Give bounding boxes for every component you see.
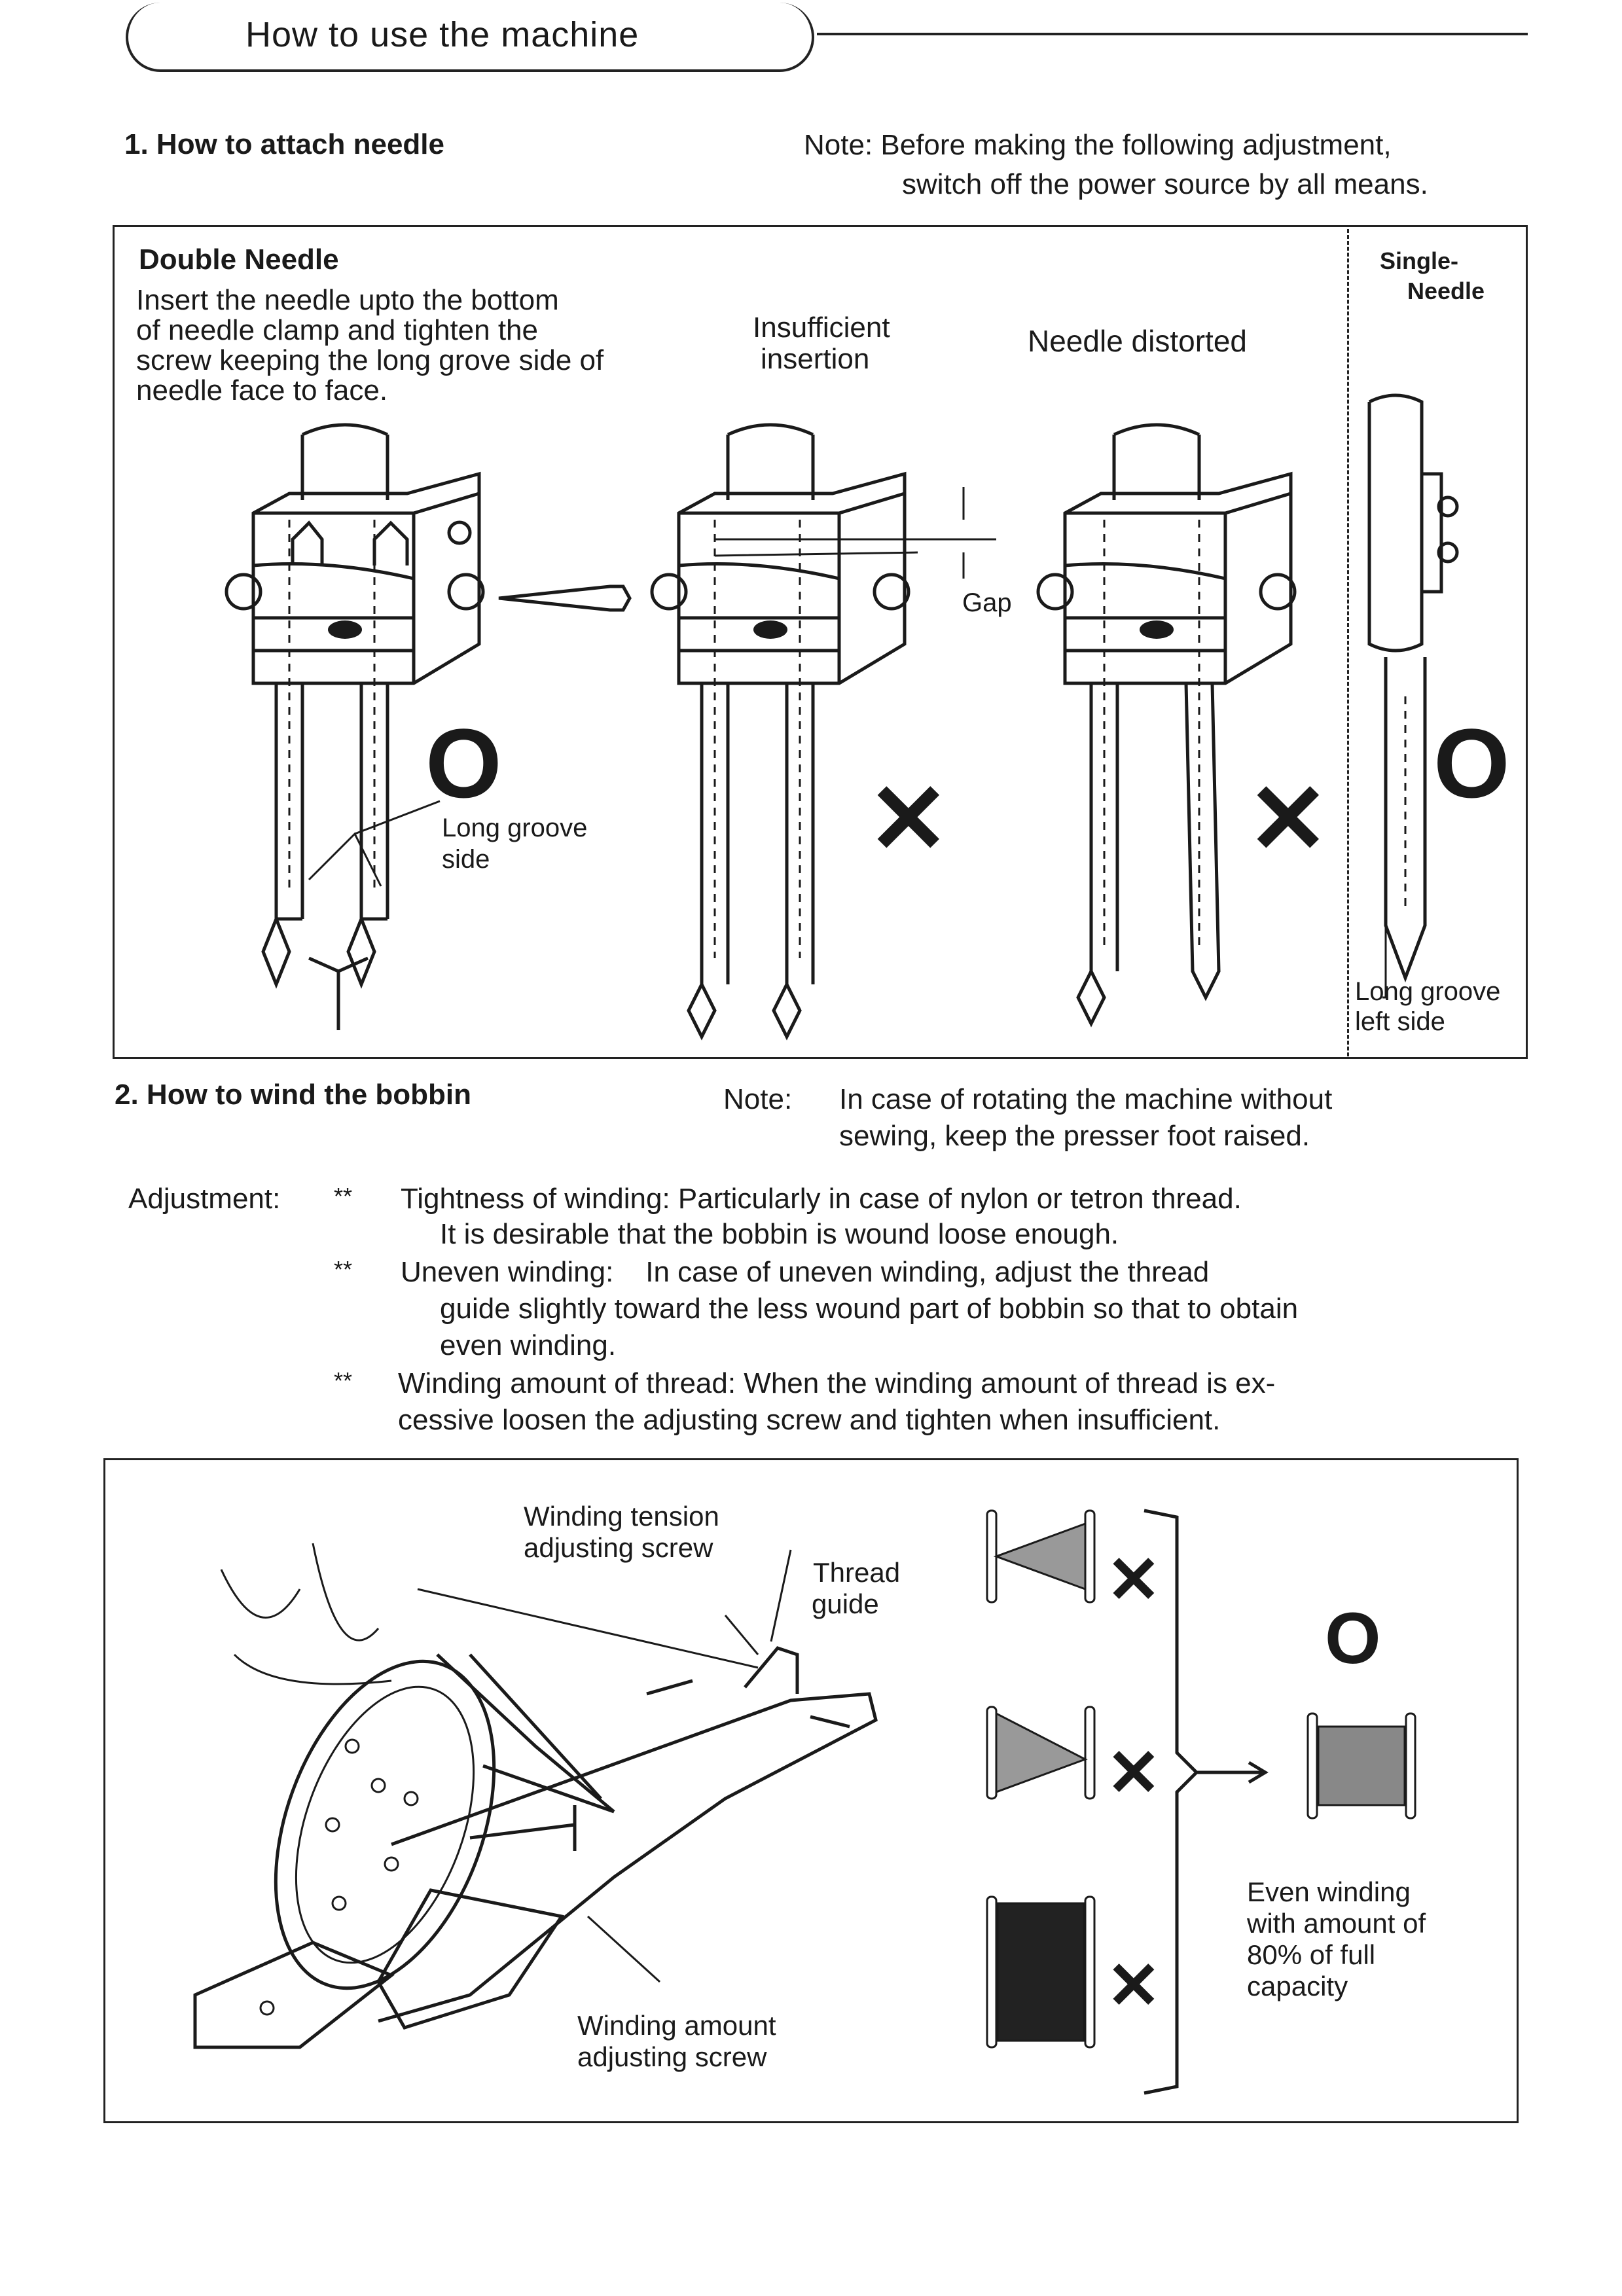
ng-cross-icon: ✕ — [867, 764, 950, 874]
gap-label: Gap — [962, 588, 1012, 617]
instruction-line: screw keeping the long grove side of — [136, 344, 604, 376]
needle-illustrations — [225, 393, 1459, 1041]
ng-cross-icon: ✕ — [1247, 764, 1329, 874]
ng-cross-icon: ✕ — [1106, 1543, 1161, 1617]
bobbin-illustrations — [193, 1509, 1416, 2095]
ok-circle-icon: O — [1433, 708, 1510, 818]
section2-note-line2: sewing, keep the presser foot raised. — [839, 1120, 1310, 1152]
bobbin-bad-3 — [986, 1895, 1096, 2049]
section2-heading: 2. How to wind the bobbin — [115, 1079, 472, 1111]
insufficient-drawing — [650, 423, 996, 1041]
bullet: ** — [334, 1256, 353, 1283]
adj-item1-line1: Tightness of winding: Particularly in ca… — [401, 1183, 1242, 1215]
adj-item2-line2: guide slightly toward the less wound par… — [440, 1293, 1299, 1325]
adj-item1-line2: It is desirable that the bobbin is wound… — [440, 1218, 1119, 1250]
distorted-drawing — [1036, 423, 1297, 1028]
insufficient-label-2: insertion — [761, 343, 870, 375]
ok-circle-icon: O — [425, 708, 502, 818]
distorted-label: Needle distorted — [1028, 324, 1247, 358]
adj-item2-line3: even winding. — [440, 1329, 617, 1361]
section1-heading: 1. How to attach needle — [124, 128, 444, 160]
bobbin-figure-box — [103, 1458, 1519, 2123]
result-arrow — [1197, 1761, 1269, 1784]
bobbin-bad-2 — [986, 1706, 1096, 1800]
ok-circle-icon: O — [1325, 1598, 1381, 1679]
adjustment-label: Adjustment: — [128, 1183, 281, 1215]
bobbin-good — [1307, 1712, 1416, 1820]
label-guide-1: Thread — [813, 1557, 901, 1588]
double-needle-title: Double Needle — [139, 243, 339, 276]
bobbin-winder-drawing — [193, 1543, 878, 2049]
adj-item3-line1: Winding amount of thread: When the windi… — [398, 1367, 1276, 1399]
bullet: ** — [334, 1183, 353, 1210]
title-tab — [126, 3, 814, 72]
instruction-line: Insert the needle upto the bottom — [136, 284, 559, 316]
single-needle-divider — [1347, 229, 1349, 1056]
adj-item3-line2: cessive loosen the adjusting screw and t… — [398, 1404, 1221, 1436]
section1-note-line1: Note: Before making the following adjust… — [804, 129, 1392, 161]
single-needle-title-1: Single- — [1380, 247, 1459, 274]
label-amount-1: Winding amount — [577, 2010, 776, 2041]
label-amount-2: adjusting screw — [577, 2041, 767, 2072]
title-rule — [817, 33, 1528, 35]
insufficient-label-1: Insufficient — [753, 312, 890, 344]
instruction-line: of needle clamp and tighten the — [136, 314, 539, 346]
page-title: How to use the machine — [245, 15, 640, 54]
single-needle-drawing — [1367, 393, 1459, 999]
label-guide-2: guide — [812, 1588, 879, 1619]
double-needle-instructions: Insert the needle upto the bottom of nee… — [136, 285, 693, 406]
single-label-1: Long groove — [1355, 977, 1501, 1006]
bobbin-bad-1 — [986, 1509, 1096, 1604]
section2-note-label: Note: — [723, 1083, 793, 1115]
double-needle-ok-drawing — [225, 423, 485, 1030]
needle-figure-box — [113, 225, 1528, 1059]
label-even-4: capacity — [1247, 1971, 1348, 2001]
ng-cross-icon: ✕ — [1106, 1949, 1161, 2022]
ng-cross-icon: ✕ — [1106, 1736, 1161, 1810]
label-even-2: with amount of — [1247, 1908, 1426, 1939]
long-groove-label-1: Long groove — [442, 814, 588, 842]
long-groove-label-2: side — [442, 845, 490, 874]
bullet: ** — [334, 1367, 353, 1394]
section1-note-line2: switch off the power source by all means… — [902, 168, 1428, 200]
single-needle-title-2: Needle — [1407, 278, 1485, 304]
adj-item2-line1: Uneven winding: In case of uneven windin… — [401, 1256, 1210, 1288]
label-tension-2: adjusting screw — [524, 1532, 713, 1563]
label-even-1: Even winding — [1247, 1876, 1411, 1907]
instruction-line: needle face to face. — [136, 374, 388, 406]
single-label-2: left side — [1355, 1007, 1445, 1036]
label-even-3: 80% of full — [1247, 1939, 1376, 1970]
label-tension-1: Winding tension — [524, 1501, 719, 1532]
section2-note-line1: In case of rotating the machine without — [839, 1083, 1333, 1115]
